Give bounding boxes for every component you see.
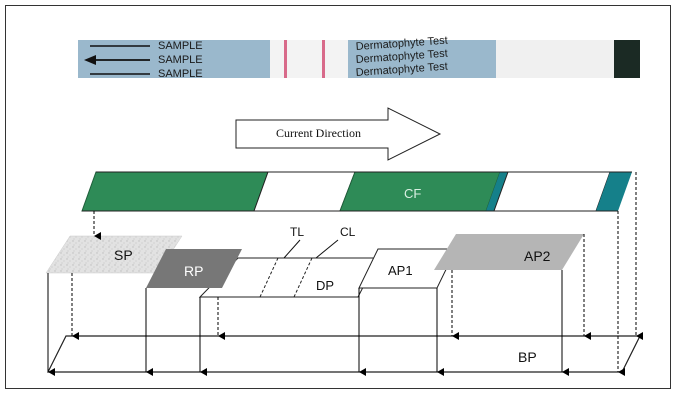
strip-sample-label: SAMPLE xyxy=(158,68,203,80)
layer-ap1: AP1 xyxy=(358,248,457,289)
test-strip-photo: SAMPLE SAMPLE SAMPLE Dermatophyte Test D… xyxy=(78,35,640,80)
current-direction-label: Current Direction xyxy=(276,126,361,140)
layer-bp: BP xyxy=(47,335,641,373)
strip-arrow-head xyxy=(84,55,96,65)
layer-dp: DP xyxy=(198,257,379,298)
strip-absorbent-white xyxy=(496,40,614,78)
strip-reaction-window xyxy=(270,40,348,78)
layer-ap1-label: AP1 xyxy=(388,263,413,278)
layer-bp-label: BP xyxy=(518,349,537,365)
current-direction-arrow: Current Direction xyxy=(235,107,442,161)
layer-rp-label: RP xyxy=(184,263,203,279)
test-line-label: TL xyxy=(290,225,304,239)
layer-dp-label: DP xyxy=(316,278,334,293)
strip-label-pad xyxy=(348,40,496,78)
figure-border xyxy=(5,5,671,389)
layer-ap2-label: AP2 xyxy=(524,248,551,264)
layer-cf: CF xyxy=(81,171,632,212)
strip-control-line xyxy=(322,40,325,78)
dashed-connectors xyxy=(71,172,643,376)
layer-sp: SP xyxy=(45,235,183,274)
strip-test-line xyxy=(284,40,287,78)
layer-sp-label: SP xyxy=(114,247,133,263)
test-line-tl xyxy=(259,257,279,298)
strip-handle xyxy=(614,40,640,78)
control-line-label: CL xyxy=(340,225,356,239)
layer-cf-label: CF xyxy=(404,186,421,201)
layer-ap2: AP2 xyxy=(434,234,584,270)
solid-connectors xyxy=(47,270,569,376)
control-line-cl xyxy=(293,257,313,298)
cl-pointer xyxy=(315,239,339,259)
strip-sample-label: SAMPLE xyxy=(158,54,203,66)
tl-pointer xyxy=(283,239,301,259)
layer-rp: RP xyxy=(146,249,242,288)
strip-sample-label: SAMPLE xyxy=(158,40,203,52)
